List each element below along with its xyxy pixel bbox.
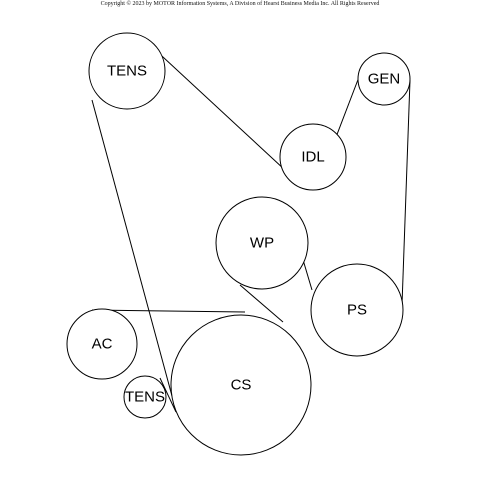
pulley-gen: GEN [357, 52, 411, 106]
pulley-label-idl: IDL [301, 149, 324, 166]
pulley-label-cs: CS [231, 377, 252, 394]
pulley-label-wp: WP [250, 235, 274, 252]
pulley-tens-top: TENS [88, 32, 166, 110]
pulley-wp: WP [215, 196, 309, 290]
pulley-label-tens-top: TENS [107, 63, 147, 80]
pulley-idl: IDL [279, 123, 347, 191]
pulley-label-gen: GEN [368, 71, 401, 88]
pulley-tens-bottom: TENS [123, 375, 167, 419]
pulley-label-tens-bottom: TENS [125, 389, 165, 406]
pulley-ps: PS [310, 263, 404, 357]
pulley-ac: AC [66, 308, 138, 380]
pulley-label-ac: AC [92, 336, 113, 353]
pulley-cs: CS [170, 314, 312, 456]
copyright-notice: Copyright © 2023 by MOTOR Information Sy… [100, 1, 380, 7]
pulley-label-ps: PS [347, 302, 367, 319]
